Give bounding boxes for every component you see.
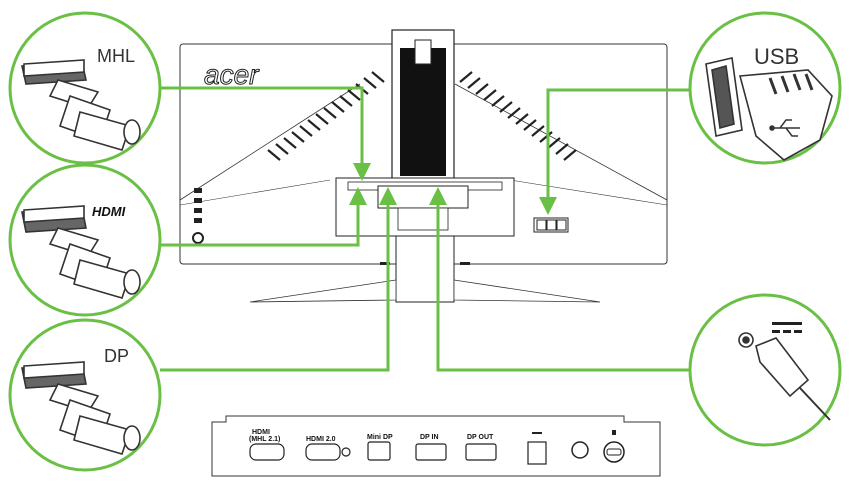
port-audio bbox=[341, 447, 351, 457]
hdmi-connector-icon bbox=[21, 205, 141, 299]
dp-connector-icon bbox=[21, 361, 141, 455]
port-label-hdmi20: HDMI 2.0 bbox=[306, 436, 336, 443]
port-dpin bbox=[415, 443, 447, 461]
port-label-dpin: DP IN bbox=[420, 434, 439, 441]
dp-label: DP bbox=[104, 346, 129, 366]
mhl-label: MHL bbox=[97, 46, 135, 66]
port-dc bbox=[527, 441, 547, 465]
port-label-minidp: Mini DP bbox=[367, 434, 393, 441]
dc-port-symbol bbox=[532, 432, 542, 434]
mhl-connector-icon bbox=[21, 59, 141, 151]
port-minidp bbox=[367, 441, 391, 461]
vent-left bbox=[267, 71, 385, 161]
callout-hdmi bbox=[8, 163, 162, 317]
callout-dc bbox=[688, 293, 842, 447]
port-hdmi-mhl bbox=[249, 443, 285, 461]
monitor-back bbox=[179, 29, 668, 303]
brand-logo: acer bbox=[204, 59, 260, 90]
dc-power-connector-icon bbox=[738, 332, 831, 421]
power-port-pin bbox=[606, 448, 622, 456]
vent-right bbox=[459, 71, 577, 161]
callout-usb bbox=[688, 11, 842, 165]
port-hdmi20 bbox=[305, 443, 341, 461]
line-mhl bbox=[160, 86, 371, 181]
line-dp bbox=[160, 187, 397, 372]
usb-label: USB bbox=[754, 44, 799, 69]
port-label-hdmi-mhl-2: (MHL 2.1) bbox=[249, 436, 280, 443]
port-round bbox=[571, 441, 589, 459]
dc-symbol-icon bbox=[772, 322, 802, 333]
line-usb bbox=[539, 88, 690, 215]
hdmi-label: HDMI bbox=[92, 204, 126, 219]
line-dc bbox=[429, 187, 690, 372]
usb-symbol-icon bbox=[769, 119, 800, 137]
port-panel: HDMI (MHL 2.1) HDMI 2.0 Mini DP DP IN DP… bbox=[211, 415, 661, 477]
port-label-dpout: DP OUT bbox=[467, 434, 494, 441]
port-dpout bbox=[465, 443, 497, 461]
connection-lines bbox=[160, 86, 690, 372]
port-label-hdmi-mhl-1: HDMI bbox=[252, 429, 270, 436]
usb-connector-icon bbox=[705, 57, 833, 161]
line-hdmi bbox=[160, 187, 367, 247]
callout-mhl bbox=[8, 11, 162, 165]
power-port-mark bbox=[612, 430, 616, 435]
callout-dp bbox=[8, 318, 162, 472]
